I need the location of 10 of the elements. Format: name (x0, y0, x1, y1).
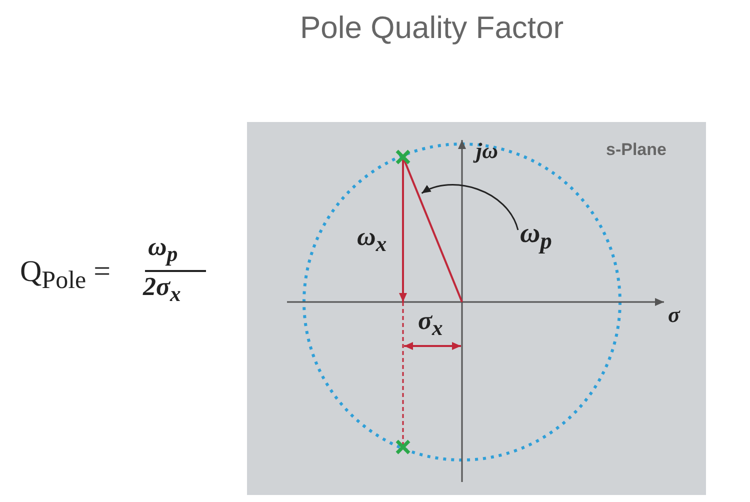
dimension-label: σ$_{x}$ (418, 306, 443, 342)
formula-text: Q$_{Pole}$ = (20, 255, 111, 295)
formula-numerator: ω$_{p}$ (148, 232, 178, 268)
formula-denominator: 2σ$_{x}$ (143, 272, 181, 308)
leader-label: ω$_{p}$ (520, 218, 552, 256)
title: Pole Quality Factor (300, 10, 564, 46)
axis-label: σ (668, 302, 680, 328)
dimension-label: ω$_{x}$ (357, 222, 387, 258)
leader-line (421, 184, 519, 230)
plane-label: s-Plane (606, 140, 666, 160)
